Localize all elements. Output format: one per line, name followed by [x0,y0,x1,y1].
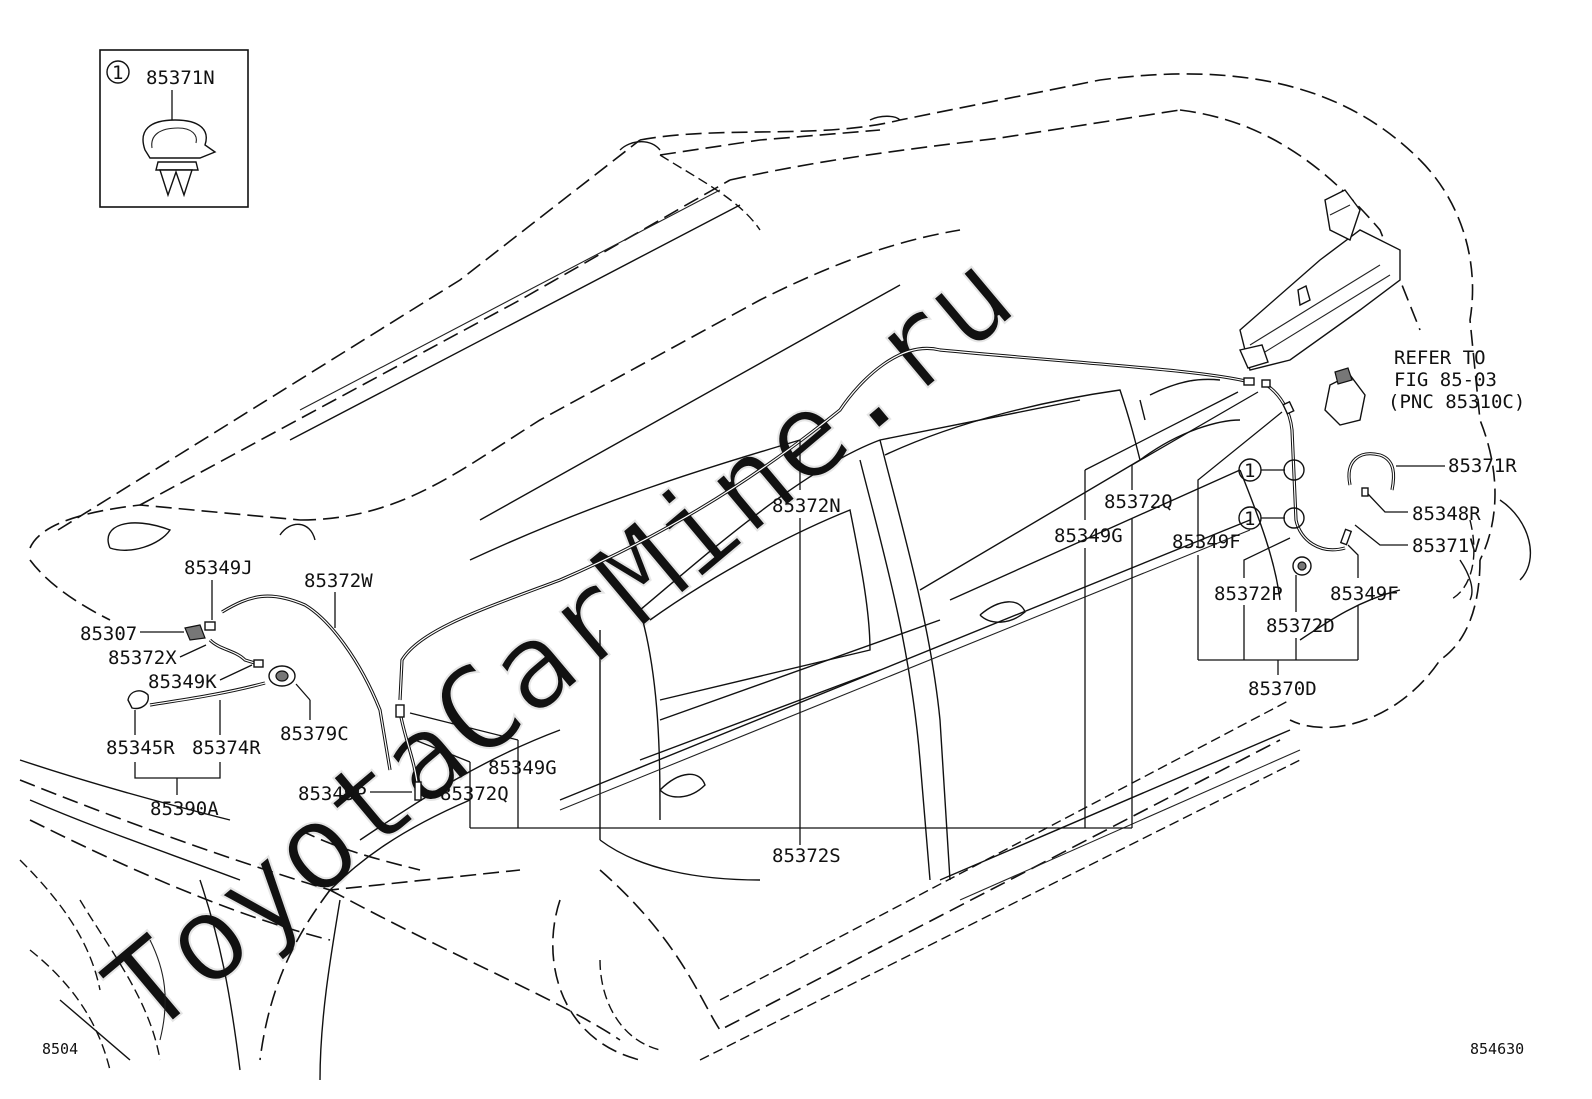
label-85372Q-right: 85372Q [1104,491,1173,513]
washer-tank [1239,189,1401,426]
washer-hoses [149,346,1396,791]
label-85349G-left: 85349G [488,757,557,779]
refer-line-1: REFER TO [1394,347,1486,369]
callout-marker-2: 1 [1244,508,1255,530]
label-85370D: 85370D [1248,678,1317,700]
small-parts [127,377,1369,801]
label-85345R: 85345R [106,737,175,759]
label-85374R: 85374R [192,737,261,759]
label-85372X: 85372X [108,647,177,669]
callout-marker-1: 1 [1244,460,1255,482]
refer-note: REFER TO FIG 85-03 (PNC 85310C) [1388,347,1525,413]
footer-right-code: 854630 [1470,1040,1524,1058]
label-85348R: 85348R [1412,503,1481,525]
refer-line-3: (PNC 85310C) [1388,391,1525,413]
label-85371V: 85371V [1412,535,1481,557]
refer-line-2: FIG 85-03 [1394,369,1497,391]
label-85349K: 85349K [148,671,217,693]
inset-box: 1 85371N [99,49,249,208]
label-85349P: 85349P [298,783,367,805]
label-85372N: 85372N [772,495,841,517]
callout-markers: 1 1 [1238,458,1305,530]
label-85372Q-left: 85372Q [440,783,509,805]
label-85349F-right: 85349F [1330,583,1399,605]
vehicle-outline [19,73,1496,1071]
body-lines [19,115,1532,1081]
part-labels: 85349J 85372W 85307 85372X 85349K 85345R… [80,455,1517,867]
footer-left-code: 8504 [42,1040,78,1058]
label-85349F-left: 85349F [1172,531,1241,553]
label-85379C: 85379C [280,723,349,745]
label-85390A: 85390A [150,798,219,820]
label-85371R: 85371R [1448,455,1517,477]
watermark: ToyotaCarMine.ru [79,225,1038,1061]
leader-lines [134,391,1445,845]
inset-part-85371N: 85371N [146,67,215,89]
label-85372P: 85372P [1214,583,1283,605]
label-85349J: 85349J [184,557,253,579]
label-85372W: 85372W [304,570,373,592]
label-85372S: 85372S [772,845,841,867]
label-85307: 85307 [80,623,137,645]
inset-marker: 1 [112,62,123,84]
label-85349G-right: 85349G [1054,525,1123,547]
label-85372D: 85372D [1266,615,1335,637]
